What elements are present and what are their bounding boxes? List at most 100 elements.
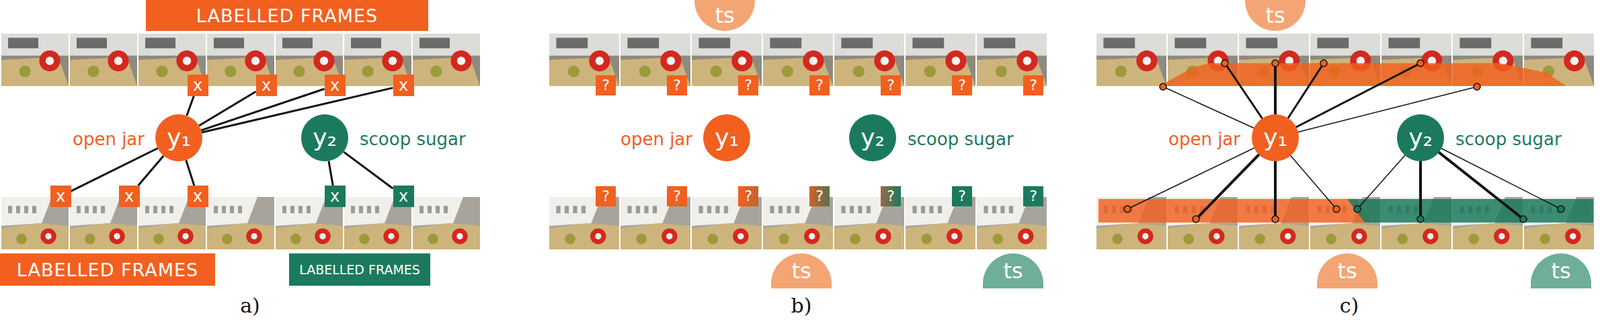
jar-lid — [451, 228, 468, 245]
box-slot — [169, 205, 174, 214]
jar-lid-centre — [666, 56, 675, 65]
appliance-window — [145, 37, 176, 49]
fruit — [707, 233, 718, 245]
jar-lid-centre — [880, 233, 887, 240]
fruit — [1396, 233, 1408, 245]
jar-lid-centre — [951, 56, 960, 65]
video-frame — [69, 33, 138, 87]
appliance — [344, 33, 412, 56]
jar-lid — [108, 228, 125, 245]
fruit — [992, 233, 1004, 245]
timestamp-badge: ts — [1245, 0, 1306, 31]
video-frame — [412, 196, 480, 250]
appliance-window — [555, 37, 588, 49]
label-mark: x — [187, 74, 209, 97]
node-text: x — [192, 188, 203, 205]
frame-dot — [1192, 215, 1200, 223]
jar-lid-centre — [113, 233, 120, 240]
frame-dot — [1221, 59, 1229, 67]
class-node: y₂ — [301, 114, 349, 162]
weight-line — [1275, 63, 1421, 138]
label-mark: x — [393, 74, 415, 97]
jar-lid-centre — [808, 233, 815, 240]
frame-dot — [1159, 83, 1167, 91]
fruit — [87, 65, 99, 78]
appliance-window — [1174, 37, 1207, 49]
fruit — [1539, 233, 1551, 245]
box-slot — [350, 205, 355, 214]
appliance-window — [419, 37, 450, 49]
jar-lid-centre — [251, 56, 260, 65]
board — [549, 223, 620, 250]
box-slot — [572, 205, 577, 214]
node-text: ts — [714, 4, 735, 27]
box-slot — [555, 205, 560, 214]
node-text: y₂ — [1408, 125, 1433, 150]
jar-lid — [1137, 228, 1153, 245]
node-text: ? — [601, 188, 610, 204]
jar-lid — [38, 50, 60, 72]
unknown-mark: ? — [880, 186, 901, 207]
unknown-mark: ? — [595, 75, 616, 96]
appliance-window — [350, 37, 382, 49]
box-slot — [786, 205, 791, 214]
jar-lid — [1563, 50, 1585, 72]
appliance-window — [1530, 37, 1563, 49]
box-slot — [84, 205, 89, 214]
box-slot — [715, 205, 720, 214]
connector — [186, 160, 195, 186]
appliance — [1167, 33, 1238, 56]
appliance-window — [1459, 37, 1492, 49]
jar-lid — [660, 50, 682, 72]
box-slot — [213, 205, 218, 214]
fruit — [1325, 233, 1337, 245]
board — [1, 223, 69, 250]
frame-dot — [1320, 59, 1328, 67]
appliance-window — [627, 37, 659, 49]
box-slot — [644, 205, 649, 214]
jar-lid — [802, 50, 824, 72]
fruit — [778, 233, 790, 245]
assignment-band — [1159, 63, 1567, 87]
box-slot — [857, 205, 862, 214]
fruit — [427, 233, 439, 245]
jar-lid — [661, 228, 677, 245]
label-mark: x — [324, 185, 346, 208]
box-slot — [92, 205, 97, 214]
frame-dot — [1557, 205, 1565, 213]
timestamp-badge: ts — [694, 0, 755, 31]
jar-lid-centre — [387, 233, 394, 240]
jar-lid-centre — [114, 56, 123, 65]
unknown-mark: ? — [809, 186, 830, 207]
assignment-band — [1347, 198, 1594, 223]
panel-letter: b) — [791, 295, 813, 316]
jar-lid-centre — [1213, 233, 1220, 240]
box — [691, 196, 745, 226]
fruit — [430, 65, 442, 78]
video-frame — [1, 33, 69, 87]
unknown-mark: ? — [880, 75, 901, 96]
jar-lid-centre — [182, 233, 189, 240]
class-node: y₁ — [155, 114, 203, 162]
jar-lid-centre — [250, 233, 257, 240]
box — [207, 196, 258, 226]
label-mark: x — [324, 74, 346, 97]
box-slot — [983, 205, 988, 214]
fruit — [924, 65, 936, 78]
jar-lid — [1016, 50, 1038, 72]
fruit — [293, 65, 305, 78]
jar-lid — [383, 228, 399, 245]
box — [763, 196, 816, 226]
connector — [328, 160, 333, 186]
board — [1381, 223, 1452, 250]
label-mark: x — [187, 185, 209, 208]
jar-lid-centre — [951, 233, 958, 240]
box — [1, 196, 52, 226]
unknown-mark: ? — [951, 75, 973, 96]
node-text: y₁ — [1263, 125, 1288, 150]
box-slot — [298, 205, 303, 214]
node-text: ? — [815, 77, 824, 93]
jar-lid — [246, 228, 262, 245]
board — [1167, 223, 1238, 250]
board — [1310, 223, 1381, 250]
